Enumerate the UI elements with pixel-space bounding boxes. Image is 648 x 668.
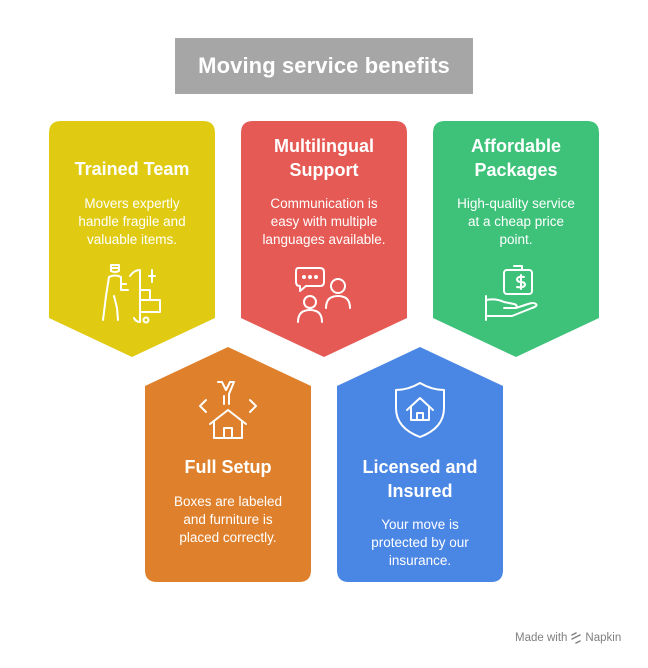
card-trained-team-shape	[49, 121, 215, 357]
card-affordable-shape	[433, 121, 599, 357]
people-chat-icon	[295, 267, 351, 323]
shield-house-icon	[395, 382, 445, 438]
card-title: Licensed and Insured	[362, 457, 478, 501]
napkin-logo-icon	[571, 632, 582, 644]
card-title: Trained Team	[74, 159, 190, 179]
movers-dolly-icon	[102, 264, 161, 324]
title-box: Moving service benefits	[175, 38, 473, 94]
card-description: Boxes are labeled and furniture is place…	[173, 494, 283, 545]
hand-cash-icon	[485, 265, 538, 321]
card-title: Full Setup	[184, 457, 272, 477]
card-full-setup: Full Setup Boxes are labeled and furnitu…	[145, 455, 311, 547]
footer-brand: Napkin	[585, 632, 622, 644]
card-multilingual-shape	[241, 121, 407, 357]
footer-credit: Made with Napkin	[515, 632, 621, 644]
footer-text: Made with	[515, 632, 568, 644]
card-full-setup-shape	[145, 347, 311, 582]
card-title: Affordable Packages	[471, 136, 561, 180]
card-description: Movers expertly handle fragile and valua…	[78, 196, 186, 247]
card-description: High-quality service at a cheap price po…	[457, 196, 575, 247]
card-title: Multilingual Support	[274, 136, 374, 180]
card-affordable: Affordable Packages High-quality service…	[433, 134, 599, 249]
page-title: Moving service benefits	[198, 53, 450, 78]
card-description: Communication is easy with multiple lang…	[262, 196, 386, 247]
card-trained-team: Trained Team Movers expertly handle frag…	[49, 157, 215, 249]
card-multilingual: Multilingual Support Communication is ea…	[241, 134, 407, 249]
card-description: Your move is protected by our insurance.	[371, 517, 469, 568]
card-insured: Licensed and Insured Your move is protec…	[337, 455, 503, 570]
house-tools-icon	[199, 381, 257, 439]
card-insured-shape	[337, 347, 503, 582]
